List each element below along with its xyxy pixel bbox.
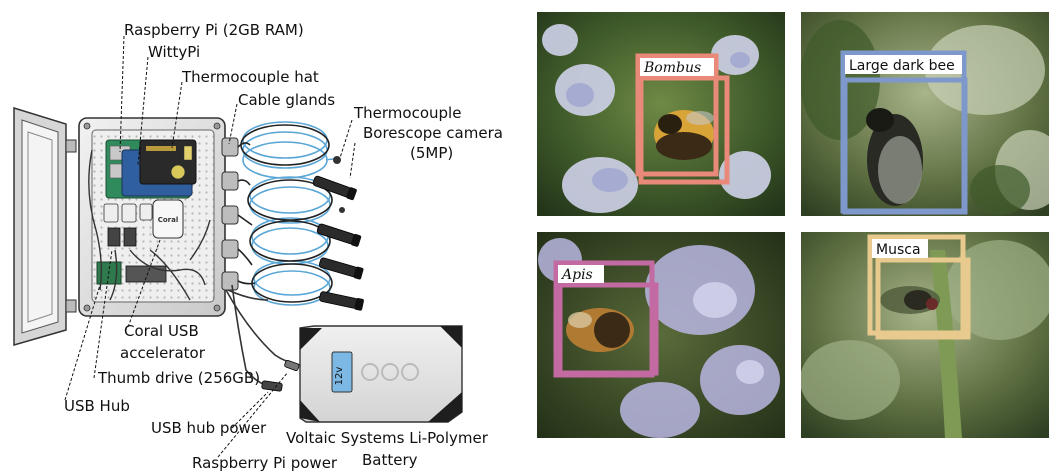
bbox-bombus-1 [635, 53, 719, 177]
label-raspberry-pi-power: Raspberry Pi power [192, 454, 338, 472]
label-bg-large-dark-bee [845, 55, 962, 74]
label-battery-line1: Voltaic Systems Li-Polymer [286, 429, 489, 447]
label-usb-hub-power: USB hub power [151, 419, 267, 437]
label-wittypi: WittyPi [148, 43, 200, 61]
leader-lines [64, 35, 356, 458]
label-bg-bombus [640, 58, 714, 76]
label-usb-hub: USB Hub [64, 397, 130, 415]
battery: 12v [299, 325, 463, 423]
label-battery-line2: Battery [362, 451, 418, 469]
bbox-musca-2 [875, 257, 971, 340]
photo-label-musca: Musca [876, 242, 921, 258]
photo-panel-musca: Musca [801, 232, 1049, 438]
usb-devices [103, 203, 153, 247]
label-coral-usb: Coral USB [124, 322, 199, 340]
internal-cables [88, 149, 211, 301]
photo-panel-large-dark-bee: Large dark bee [801, 12, 1049, 216]
bbox-large-dark-bee-2 [842, 77, 968, 215]
label-borescope-camera: Borescope camera [363, 124, 503, 142]
thermocouple-probe [333, 156, 345, 213]
label-borescope-resolution: (5MP) [410, 144, 453, 162]
enclosure-door [13, 106, 77, 346]
photo-label-large-dark-bee: Large dark bee [849, 58, 955, 74]
label-bg-apis [558, 265, 604, 283]
bbox-apis-2 [557, 282, 659, 376]
diagram-labels: Raspberry Pi (2GB RAM) WittyPi Thermocou… [64, 21, 503, 472]
bbox-bombus-2 [638, 75, 730, 185]
hardware-diagram: Coral [13, 21, 503, 472]
photo-panel-apis: Apis [537, 232, 785, 438]
coral-chip-label: Coral [158, 216, 179, 224]
photo-panel-bombus: Bombus [537, 12, 785, 216]
label-thermocouple: Thermocouple [353, 104, 461, 122]
thermocouple-hat-board [139, 139, 197, 185]
label-coral-accelerator: accelerator [120, 344, 206, 362]
label-raspberry-pi: Raspberry Pi (2GB RAM) [124, 21, 304, 39]
label-thermocouple-hat: Thermocouple hat [181, 68, 319, 86]
label-bg-musca [872, 239, 928, 258]
label-thumb-drive: Thumb drive (256GB) [97, 369, 260, 387]
photo-label-apis: Apis [560, 267, 593, 283]
coiled-cables [237, 121, 341, 306]
battery-voltage-label: 12v [334, 367, 345, 386]
power-plugs [261, 359, 300, 392]
label-cable-glands: Cable glands [238, 91, 335, 109]
bbox-musca-1 [867, 234, 966, 336]
borescope-cameras [312, 175, 364, 311]
photo-label-bombus: Bombus [643, 60, 701, 76]
coral-accelerator: Coral [152, 199, 184, 239]
